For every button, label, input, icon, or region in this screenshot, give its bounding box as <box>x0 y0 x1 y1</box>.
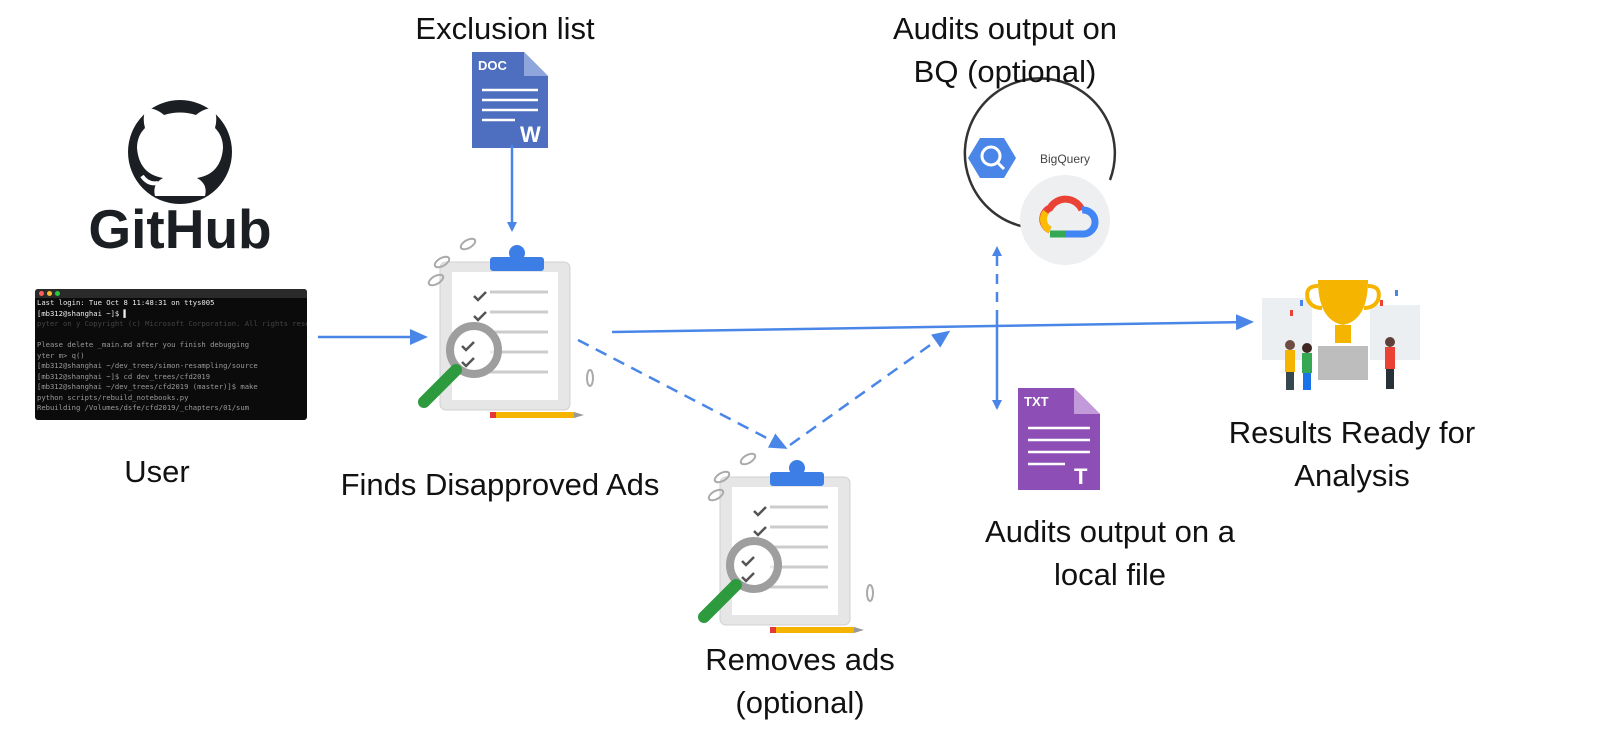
audits-file-label-line2: local file <box>1054 557 1166 592</box>
results-label-line2: Analysis <box>1294 458 1410 493</box>
txt-tag: TXT <box>1024 394 1049 409</box>
user-label: User <box>124 454 190 489</box>
github-wordmark: GitHub <box>88 198 271 260</box>
terminal-screenshot: Last login: Tue Oct 8 11:48:31 on ttys00… <box>35 289 307 420</box>
terminal-line: Rebuilding /Volumes/dsfe/cfd2019/_chapte… <box>37 403 250 412</box>
bigquery-cloud-icon: BigQuery <box>963 77 1117 265</box>
terminal-line: Please delete _main.md after you finish … <box>37 340 250 349</box>
exclusion-list-label: Exclusion list <box>415 11 595 46</box>
terminal-line <box>35 330 307 341</box>
arrow-finds-to-results <box>611 314 1254 334</box>
terminal-line: yter m> q() <box>37 350 85 360</box>
github-octocat-icon <box>128 100 232 204</box>
trophy-celebration-icon <box>1262 280 1420 390</box>
doc-tag: DOC <box>478 58 508 73</box>
txt-letter: T <box>1074 464 1088 489</box>
finds-disapproved-ads-label: Finds Disapproved Ads <box>340 467 660 502</box>
removes-ads-label-line1: Removes ads <box>705 642 895 677</box>
terminal-line: [mb312@shanghai ~]$ ▌ <box>37 308 128 318</box>
clipboard-audit-icon <box>418 237 594 418</box>
doc-letter: W <box>520 122 541 147</box>
terminal-line: Last login: Tue Oct 8 11:48:31 on ttys00… <box>37 298 215 307</box>
removes-ads-label-line2: (optional) <box>735 685 865 720</box>
terminal-line: python scripts/rebuild_notebooks.py <box>37 392 189 402</box>
terminal-line: [mb312@shanghai ~]$ cd dev_trees/cfd2019 <box>37 371 211 381</box>
audits-file-label-line1: Audits output on a <box>985 514 1235 549</box>
terminal-line: pyter on y Copyright (c) Microsoft Corpo… <box>37 319 307 328</box>
audits-bq-label-line1: Audits output on <box>892 11 1118 46</box>
terminal-line: [mb312@shanghai ~/dev_trees/cfd2019 (mas… <box>37 382 258 391</box>
terminal-line: [mb312@shanghai ~/dev_trees/simon-resamp… <box>37 361 258 370</box>
doc-file-icon: DOC W <box>472 52 548 148</box>
flow-arrows <box>318 145 1254 449</box>
arrow-removes-to-outputs <box>789 330 951 447</box>
results-label-line1: Results Ready for <box>1228 415 1476 450</box>
arrow-finds-to-removes <box>577 338 788 449</box>
audits-bq-label-line2: BQ (optional) <box>913 54 1097 89</box>
clipboard-remove-icon <box>698 452 874 633</box>
bigquery-wordmark: BigQuery <box>1040 152 1090 166</box>
txt-file-icon: TXT T <box>1018 388 1100 490</box>
